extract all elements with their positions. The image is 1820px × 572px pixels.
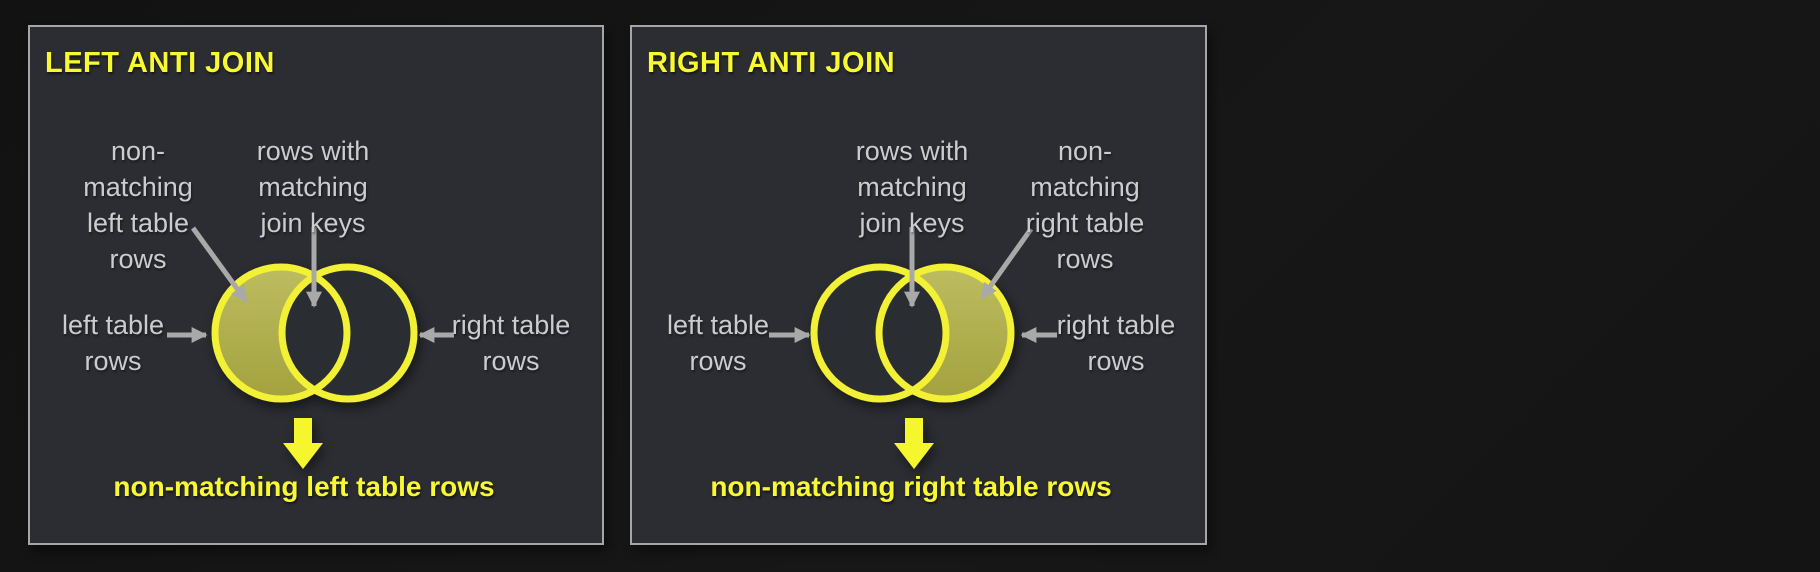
left-circle [211, 263, 351, 403]
right-anti-join-venn [769, 227, 1057, 469]
panel-title: LEFT ANTI JOIN [45, 47, 275, 79]
result-caption: non-matching left table rows [113, 471, 495, 502]
left-circle [810, 263, 950, 403]
label-left-table-rows: left table rows [61, 310, 165, 376]
right-circle [278, 263, 418, 403]
down-arrow-icon [894, 418, 934, 469]
down-arrow-icon [283, 418, 323, 469]
label-non-matching-left: non- matching left table rows [83, 136, 193, 274]
leader-arrows [769, 227, 1057, 343]
non-matching-arrow-icon [979, 227, 1034, 300]
label-non-matching-right: non- matching right table rows [1025, 136, 1145, 274]
label-right-table-rows: right table rows [1056, 310, 1176, 376]
right-anti-join-panel: RIGHT ANTI JOIN rows with matching join … [630, 25, 1207, 545]
leader-arrows [167, 226, 454, 343]
label-right-table-rows: right table rows [451, 310, 571, 376]
label-left-table-rows: left table rows [666, 310, 770, 376]
left-anti-join-venn [167, 226, 454, 469]
label-matching-join-keys: rows with matching join keys [256, 136, 370, 238]
panel-title: RIGHT ANTI JOIN [647, 47, 896, 79]
label-matching-join-keys: rows with matching join keys [855, 136, 969, 238]
result-caption: non-matching right table rows [710, 471, 1112, 502]
non-matching-arrow-icon [190, 226, 249, 303]
right-circle [875, 263, 1015, 403]
left-anti-join-panel: LEFT ANTI JOIN non- matching left table … [28, 25, 604, 545]
